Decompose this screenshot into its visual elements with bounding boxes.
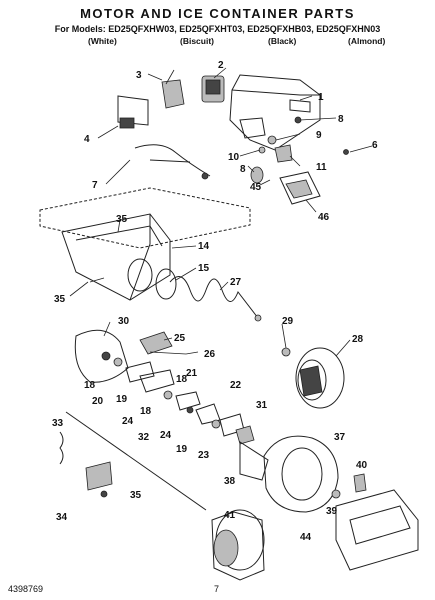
callout-24a: 24 — [122, 416, 134, 427]
callout-3: 3 — [136, 70, 142, 81]
ice-bin-icon — [39, 187, 251, 301]
callout-21: 21 — [186, 368, 198, 379]
crusher-parts — [74, 329, 187, 383]
callout-30: 30 — [118, 316, 130, 327]
ring-part — [155, 268, 177, 300]
cover-part — [279, 171, 321, 205]
callout-29: 29 — [282, 316, 294, 327]
variant-white: (White) — [88, 36, 117, 46]
callout-33: 33 — [52, 418, 64, 429]
variant-labels: (White) (Biscuit) (Black) (Almond) — [0, 36, 435, 48]
callout-15: 15 — [198, 263, 210, 274]
callout-18c: 18 — [140, 406, 152, 417]
callout-41: 41 — [224, 510, 236, 521]
callout-35c: 35 — [130, 490, 142, 501]
models-line: For Models: ED25QFXHW03, ED25QFXHT03, ED… — [54, 24, 381, 34]
drum-part — [211, 509, 265, 581]
callout-46: 46 — [318, 212, 330, 223]
blade-stack-parts — [139, 369, 245, 437]
callout-10: 10 — [228, 152, 240, 163]
clip-parts — [331, 473, 367, 499]
callout-18b: 18 — [176, 374, 188, 385]
callout-31: 31 — [256, 400, 268, 411]
chute-part — [335, 489, 419, 571]
callout-32: 32 — [138, 432, 150, 443]
callout-4: 4 — [84, 134, 90, 145]
callout-24b: 24 — [160, 430, 172, 441]
callout-20: 20 — [92, 396, 104, 407]
fan-housing-part — [239, 435, 339, 513]
fastener-parts — [250, 116, 349, 184]
callout-7: 7 — [92, 180, 98, 191]
switch-bracket-part — [117, 95, 149, 129]
doc-number: 4398769 — [8, 584, 44, 594]
variant-almond: (Almond) — [348, 36, 386, 46]
callout-8a: 8 — [338, 114, 344, 125]
auger-icon — [169, 276, 262, 322]
callout-28: 28 — [352, 334, 364, 345]
bushing-part — [235, 425, 255, 445]
callout-45: 45 — [250, 182, 262, 193]
diagram-title: MOTOR AND ICE CONTAINER PARTS — [80, 6, 355, 21]
callout-40: 40 — [356, 460, 368, 471]
switch-part — [161, 69, 185, 109]
callout-35a: 35 — [116, 214, 128, 225]
callout-26: 26 — [204, 349, 216, 360]
callout-27: 27 — [230, 277, 242, 288]
callout-2: 2 — [218, 60, 224, 71]
rod-spring-parts — [59, 411, 207, 511]
callout-6: 6 — [372, 140, 378, 151]
impeller-part — [281, 347, 345, 409]
callout-8b: 8 — [240, 164, 246, 175]
callout-22: 22 — [230, 380, 242, 391]
leader-lines — [69, 67, 373, 357]
motor-icon — [201, 75, 225, 103]
callout-39: 39 — [326, 506, 338, 517]
callout-23: 23 — [198, 450, 210, 461]
callout-18a: 18 — [84, 380, 96, 391]
callout-38: 38 — [224, 476, 236, 487]
callout-35b: 35 — [54, 294, 66, 305]
callout-34: 34 — [56, 512, 68, 523]
page-number: 7 — [214, 584, 220, 594]
callout-14: 14 — [198, 241, 210, 252]
callout-numbers: 1 2 3 4 6 7 8 9 10 8 11 45 46 35 14 15 2… — [52, 60, 378, 543]
callout-44: 44 — [300, 532, 312, 543]
callout-19a: 19 — [116, 394, 128, 405]
variant-biscuit: (Biscuit) — [180, 36, 214, 46]
callout-1: 1 — [318, 92, 324, 103]
callout-37: 37 — [334, 432, 346, 443]
callout-11: 11 — [316, 162, 327, 173]
callout-9: 9 — [316, 130, 322, 141]
motor-bracket-part — [229, 74, 321, 151]
variant-black: (Black) — [268, 36, 297, 46]
callout-25: 25 — [174, 333, 186, 344]
wire-harness-part — [134, 144, 211, 180]
callout-19b: 19 — [176, 444, 188, 455]
